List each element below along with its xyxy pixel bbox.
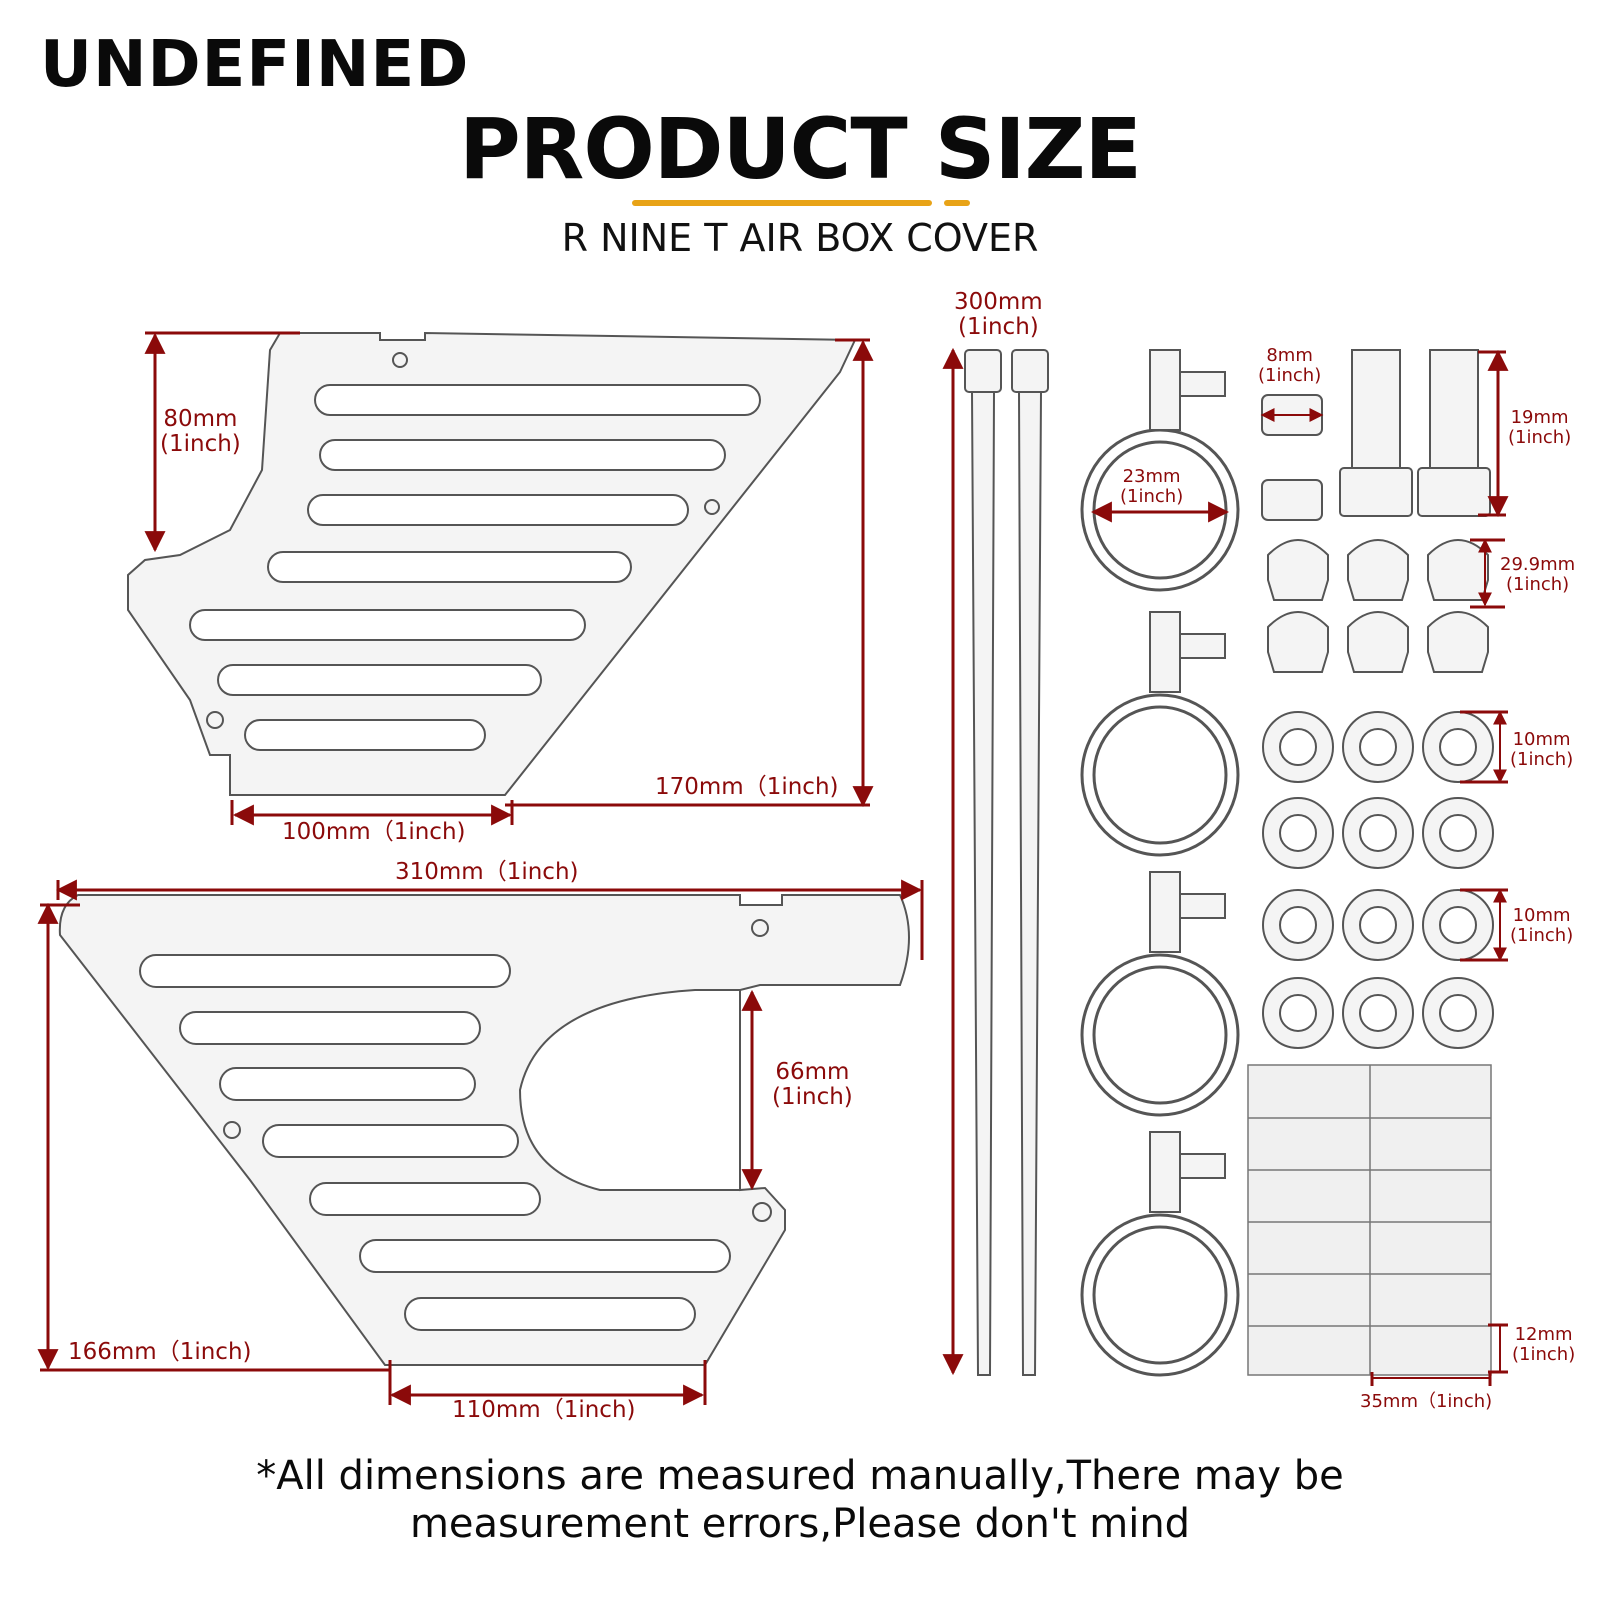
dim-lower-left-height: 166mm（1inch) [68, 1339, 252, 1365]
dim-unit: (1inch) [1508, 427, 1572, 448]
dim-pad-thickness: 12mm (1inch) [1512, 1325, 1575, 1365]
dim-lower-bottom-width: 110mm（1inch) [452, 1397, 636, 1423]
page-title: PRODUCT SIZE [459, 100, 1142, 198]
dim-unit: (1inch) [160, 431, 241, 457]
dim-nut-size: 8mm (1inch) [1258, 346, 1321, 386]
clamp-screw [1149, 349, 1226, 1213]
title-underline [632, 200, 932, 206]
dim-value: 19mm [1510, 407, 1569, 428]
dim-unit: (1inch) [1258, 365, 1322, 386]
disclaimer-line-2: measurement errors,Please don't mind [409, 1501, 1191, 1547]
washer [1262, 711, 1494, 1049]
measurement-disclaimer: *All dimensions are measured manually,Th… [0, 1452, 1600, 1548]
dim-lower-top-width: 310mm（1inch) [395, 859, 579, 885]
dim-washer-b: 10mm (1inch) [1510, 906, 1573, 946]
dim-value: 29.9mm [1500, 554, 1576, 575]
dim-value: 300mm [954, 289, 1043, 315]
dim-clamp-diameter: 23mm (1inch) [1120, 467, 1183, 507]
dim-value: 10mm [1512, 729, 1571, 750]
dim-unit: (1inch) [1505, 574, 1570, 595]
dim-unit: (1inch) [772, 1084, 853, 1110]
dim-value: 8mm [1266, 345, 1313, 366]
dim-upper-bottom-width: 100mm（1inch) [282, 819, 466, 845]
dim-cap-nut: 29.9mm (1inch) [1500, 555, 1575, 595]
dim-unit: (1inch) [1510, 749, 1574, 770]
hex-bolt [1339, 349, 1491, 517]
dim-cable-tie-length: 300mm (1inch) [954, 290, 1043, 340]
hex-nut [1261, 394, 1323, 521]
dim-bolt-length: 19mm (1inch) [1508, 408, 1571, 448]
dim-unit: (1inch) [1510, 925, 1574, 946]
dim-upper-right-height: 170mm（1inch) [655, 774, 839, 800]
dim-value: 12mm [1514, 1324, 1573, 1345]
title-underline-dash [944, 200, 970, 206]
dim-unit: (1inch) [1120, 486, 1184, 507]
dimension-lines [37, 331, 1509, 1406]
pipe-clamp [1080, 428, 1240, 1377]
brand-logo-text: UNDEFINED [40, 28, 470, 102]
foam-pad-stack [1247, 1064, 1492, 1376]
dim-upper-height: 80mm (1inch) [160, 407, 241, 457]
disclaimer-line-1: *All dimensions are measured manually,Th… [256, 1453, 1344, 1499]
dim-lower-cutout: 66mm (1inch) [772, 1060, 853, 1110]
lower-cover-cutout [518, 989, 741, 1191]
dim-value: 10mm [1512, 905, 1571, 926]
dim-value: 66mm [775, 1059, 850, 1085]
dim-pad-width: 35mm（1inch) [1360, 1391, 1493, 1412]
lower-cover-slots [139, 954, 731, 1331]
product-subtitle: R NINE T AIR BOX COVER [561, 216, 1039, 260]
dim-value: 80mm [163, 406, 238, 432]
dim-unit: (1inch) [1512, 1344, 1576, 1365]
dim-value: 23mm [1122, 466, 1181, 487]
upper-cover-slots [189, 384, 761, 751]
cap-nut [1267, 539, 1489, 673]
dim-washer-a: 10mm (1inch) [1510, 730, 1573, 770]
cable-tie [964, 349, 1049, 1376]
dim-unit: (1inch) [957, 314, 1039, 340]
